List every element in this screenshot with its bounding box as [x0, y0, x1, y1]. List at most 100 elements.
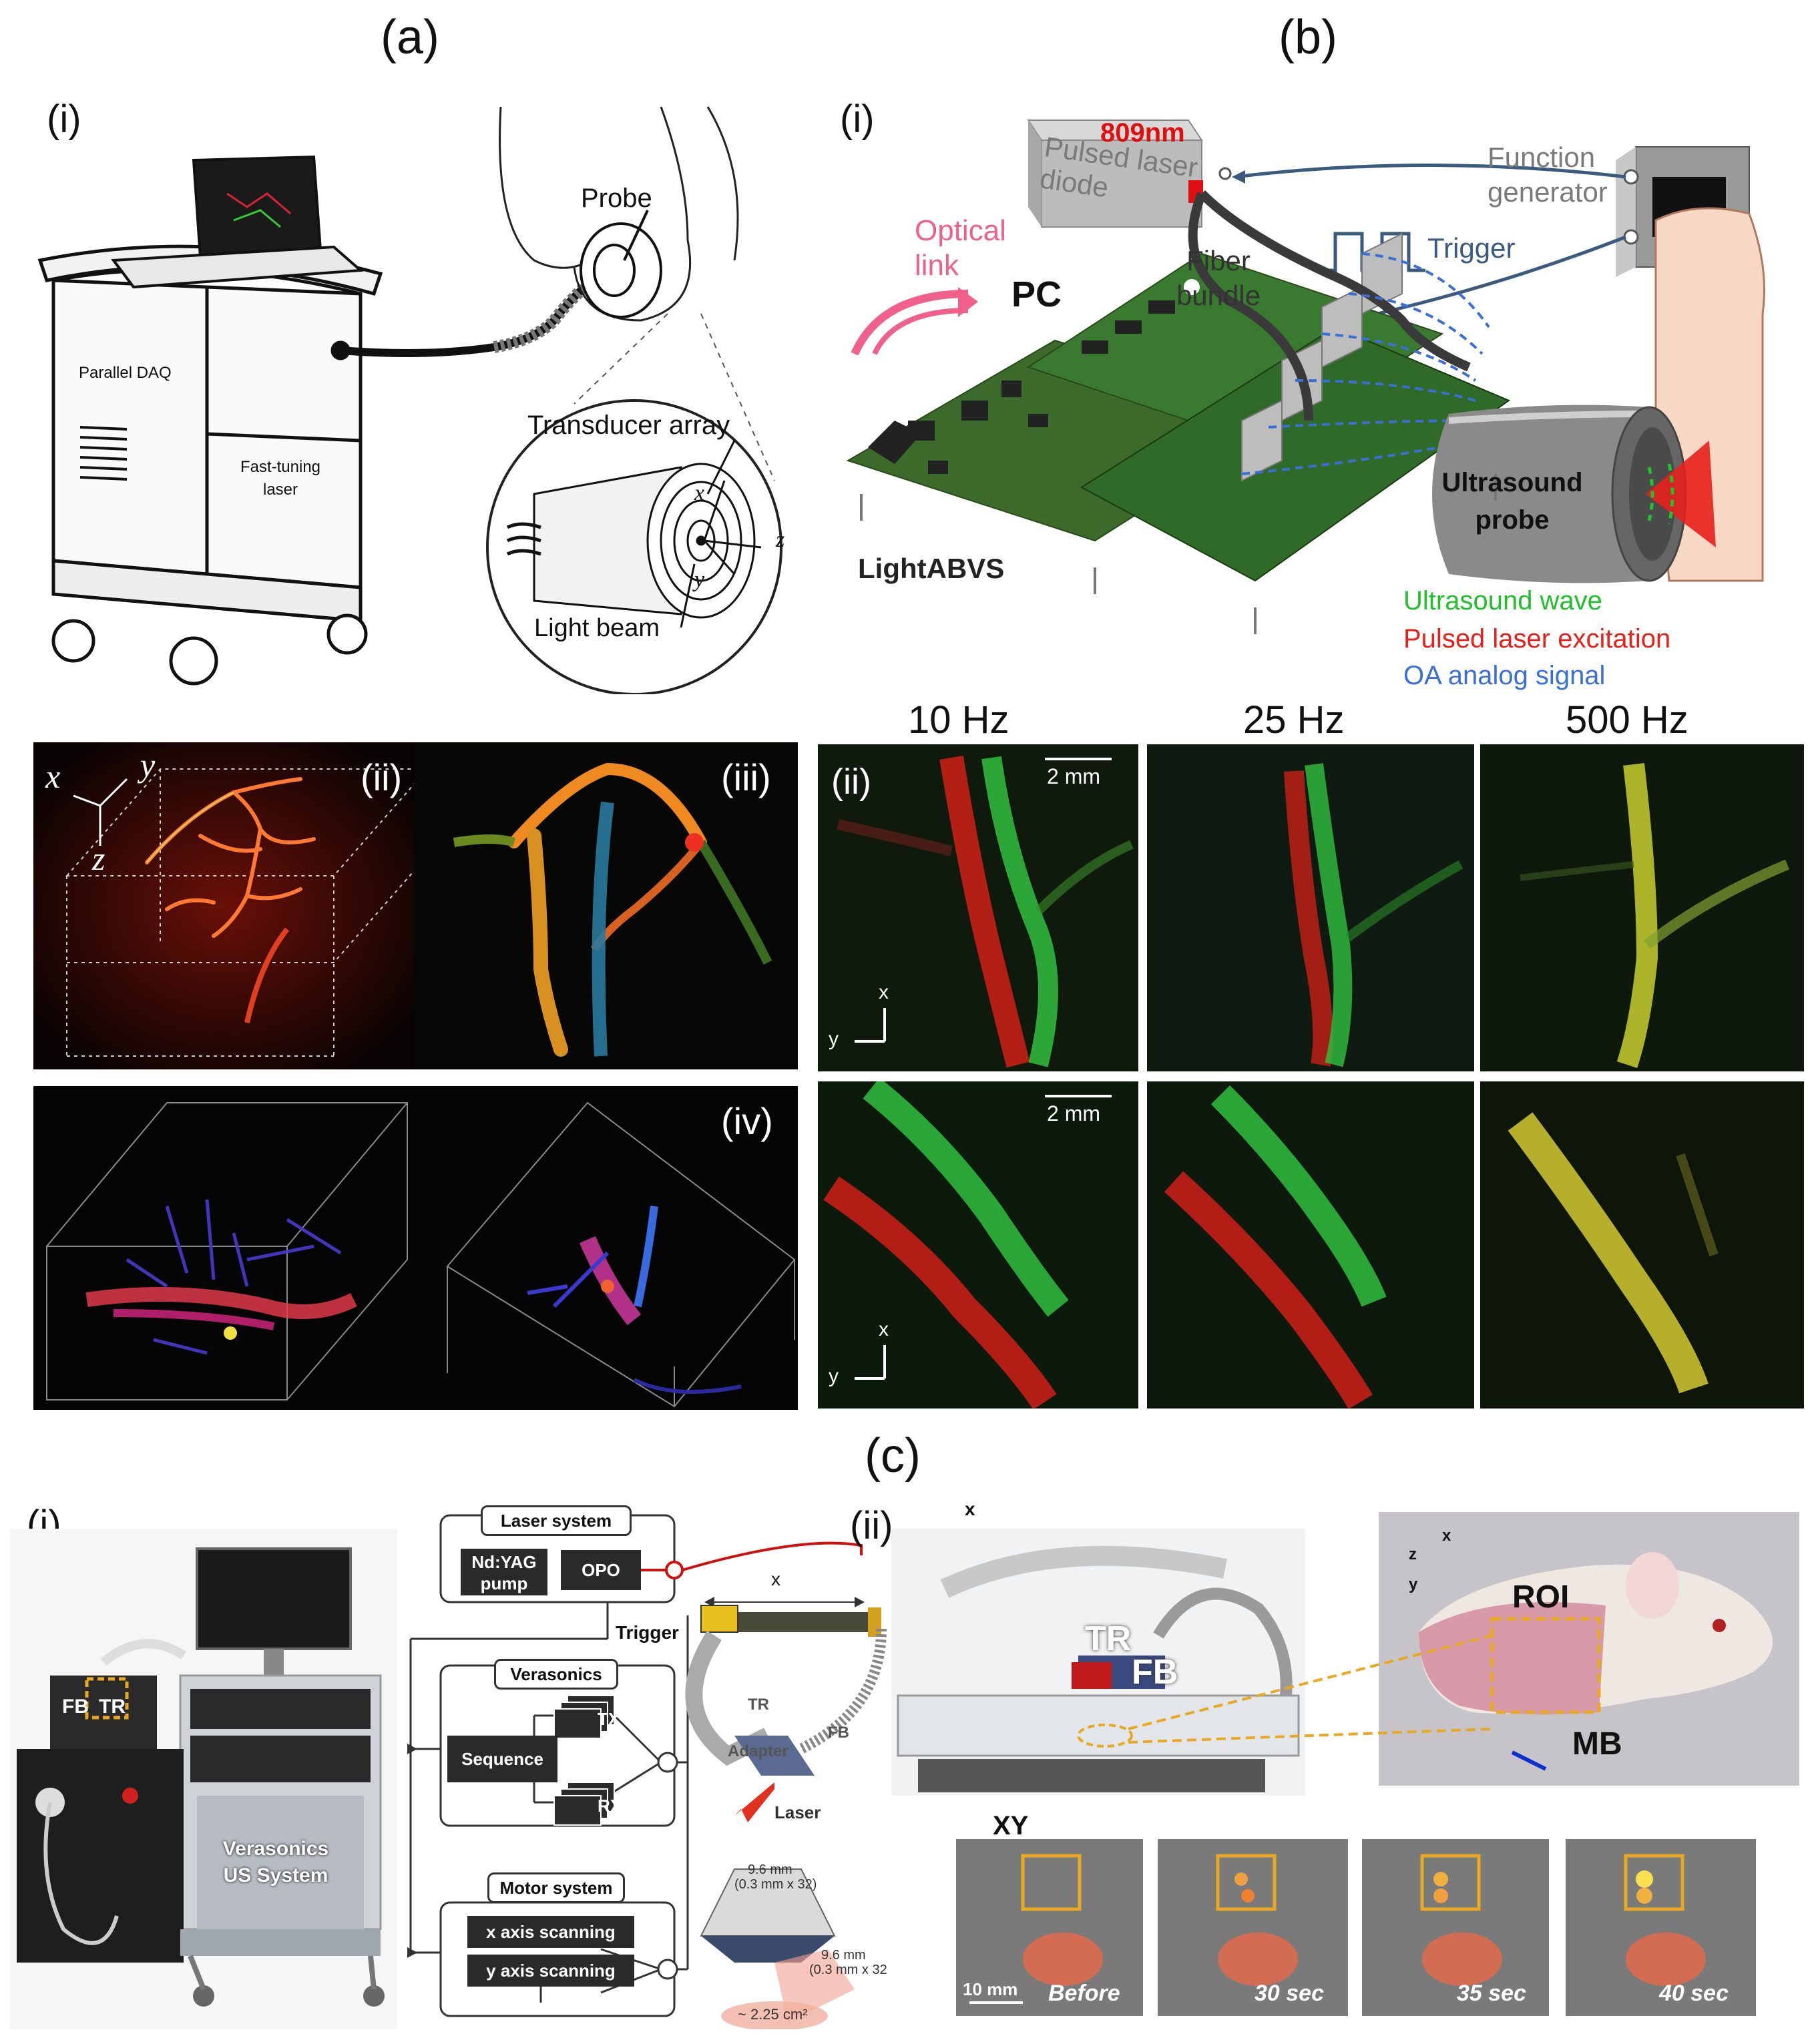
x-axis-scanning-box: x axis scanning	[467, 1916, 634, 1948]
b-ii-row1-25hz	[1147, 744, 1474, 1071]
fiber-bundle-label: Fiber bundle	[1176, 245, 1261, 311]
lightabvs-label: LightABVS	[858, 553, 1005, 584]
time-30-label: 30 sec	[1255, 1981, 1324, 2006]
fb-photo-label: FB	[1132, 1653, 1178, 1692]
panel-b-label: (b)	[1279, 11, 1337, 64]
axis-x-2: x	[879, 1318, 889, 1340]
a-iv-image: (iv)	[33, 1086, 798, 1410]
c-ii-axis-x: x	[965, 1499, 975, 1519]
a-i-label: (i)	[47, 97, 81, 141]
scale-bar-label-2: 2 mm	[1047, 1101, 1100, 1125]
b-ii-row2-25hz	[1147, 1081, 1474, 1409]
b-i-label: (i)	[840, 97, 875, 141]
b-i-system-illustration	[846, 119, 1765, 634]
sequence-box: Sequence	[447, 1736, 557, 1782]
a-ii-label: (ii)	[361, 756, 403, 798]
x-axis-c-label: x	[771, 1569, 780, 1589]
mb-label: MB	[1572, 1726, 1622, 1762]
wavelength-label: 809nm	[1100, 118, 1185, 148]
dim2-label: 9.6 mm	[821, 1948, 866, 1963]
probe-drawing	[580, 222, 662, 318]
b-ii-label: (ii)	[831, 762, 871, 802]
fast-tuning-laser-label: Fast-tuning laser	[240, 458, 321, 499]
axis-z-label: z	[776, 527, 785, 552]
y-axis-scanning-box: y axis scanning	[467, 1955, 634, 1987]
freq-10-label: 10 Hz	[908, 698, 1009, 742]
a-iii-label: (iii)	[721, 756, 771, 798]
adapter-label: Adapter	[728, 1742, 788, 1760]
panel-c-label: (c)	[865, 1429, 921, 1483]
axis-y-2: y	[829, 1365, 839, 1387]
c-ii-setup-photo: TR FB	[891, 1529, 1305, 1796]
xy-label: XY	[993, 1811, 1029, 1840]
cart-drawing	[37, 244, 383, 686]
function-generator-label: Function generator	[1488, 142, 1608, 208]
ndyag-pump-box: Nd:YAG pump	[461, 1549, 547, 1595]
freq-500-label: 500 Hz	[1566, 698, 1688, 742]
dim2b-label: (0.3 mm x 32	[809, 1963, 887, 1977]
transducer-array-label: Transducer array	[527, 411, 730, 440]
tx-label: TX	[598, 1709, 620, 1729]
b-ii-row2-500hz	[1480, 1081, 1804, 1409]
trigger-label: Trigger	[1427, 232, 1516, 264]
a-ii-iii-image: x y z (ii) (iii)	[33, 742, 798, 1069]
time-30-image: 30 sec	[1158, 1839, 1348, 2016]
b-ii-row2-10hz: 2 mm x y	[818, 1081, 1138, 1409]
c-i-block-diagram	[407, 1514, 887, 2029]
axis-y-label: y	[694, 567, 705, 592]
roi-connector-lines	[1128, 1634, 1492, 1744]
fb-c-label: FB	[828, 1724, 849, 1742]
a-iv-label: (iv)	[721, 1100, 773, 1142]
rat-axis-z: z	[1409, 1545, 1417, 1563]
roi-label: ROI	[1512, 1579, 1570, 1615]
tr-c-label: TR	[748, 1696, 769, 1714]
parallel-daq-label: Parallel DAQ	[79, 364, 172, 382]
light-beam-label: Light beam	[534, 614, 660, 642]
verasonics-us-system-label: Verasonics US System	[222, 1838, 329, 1886]
axis-y-1: y	[829, 1028, 839, 1050]
a-ii-axis-x: x	[45, 758, 61, 795]
b-ii-row1-500hz	[1480, 744, 1804, 1071]
legend-ultrasound-wave: Ultrasound wave	[1403, 586, 1602, 615]
a-i-system-illustration	[37, 106, 782, 694]
area-label: ~ 2.25 cm²	[738, 2006, 808, 2023]
c-i-fb-label: FB	[62, 1696, 89, 1718]
panel-a-label: (a)	[381, 11, 439, 64]
time-before-image: XY 10 mm Before	[956, 1811, 1143, 2016]
rat-axis-y: y	[1409, 1575, 1418, 1593]
axis-x-label: x	[694, 481, 705, 505]
probe-label: Probe	[581, 184, 652, 213]
verasonics-header: Verasonics	[494, 1659, 618, 1690]
legend-pulsed-laser: Pulsed laser excitation	[1403, 624, 1671, 654]
ultrasound-probe-label: Ultrasound probe	[1441, 468, 1583, 535]
time-35-image: 35 sec	[1362, 1839, 1549, 2016]
c-ii-rat-photo: ROI MB x z y	[1379, 1512, 1799, 1786]
a-ii-axis-y: y	[140, 746, 156, 784]
b-ii-row1-10hz: (ii) 2 mm x y	[818, 744, 1138, 1071]
opo-box: OPO	[561, 1550, 641, 1590]
dim1-label: 9.6 mm	[748, 1862, 792, 1877]
time-40-label: 40 sec	[1659, 1981, 1729, 2006]
axis-x-1: x	[879, 981, 889, 1003]
laser-system-header: Laser system	[481, 1505, 632, 1536]
transducer-array-drawing	[506, 463, 762, 619]
time-40-image: 40 sec	[1566, 1839, 1756, 2016]
rat-axis-x: x	[1442, 1527, 1451, 1545]
scale-10mm-label: 10 mm	[963, 1979, 1018, 1999]
motor-system-header: Motor system	[487, 1872, 625, 1903]
c-ii-label: (ii)	[850, 1504, 893, 1547]
a-ii-axis-z: z	[92, 840, 105, 877]
optical-link-label: Optical link	[915, 214, 1006, 282]
time-before-label: Before	[1048, 1981, 1120, 2006]
ultrasound-probe	[1432, 405, 1716, 583]
pc-label: PC	[1011, 274, 1062, 314]
time-35-label: 35 sec	[1457, 1981, 1526, 2006]
tr-photo-label: TR	[1085, 1619, 1132, 1658]
trigger-c-label: Trigger	[616, 1622, 679, 1643]
laser-diode-box	[1027, 119, 1232, 228]
legend-oa-signal: OA analog signal	[1403, 661, 1606, 690]
laser-label: Laser	[774, 1802, 821, 1822]
laptop-drawing	[111, 155, 364, 289]
scale-bar-label-1: 2 mm	[1047, 764, 1100, 788]
c-i-photo: FB TR Verasonics US System	[10, 1529, 397, 2029]
